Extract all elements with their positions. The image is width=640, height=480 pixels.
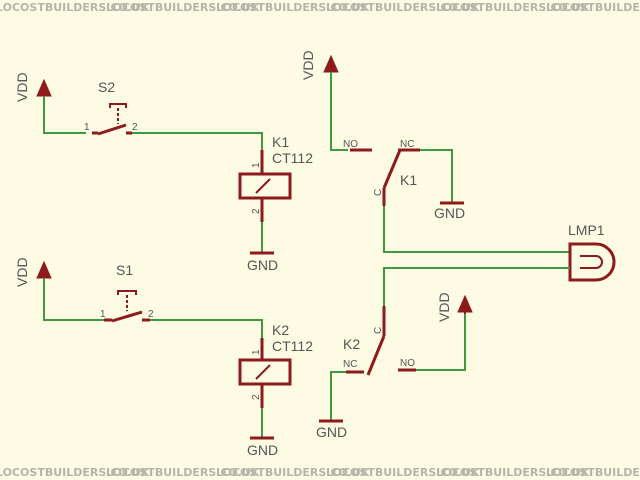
relay-k2-coil-pin1: 1	[251, 349, 262, 355]
watermark-bottom-1: LOCOSTBUILDERS.CO.UK	[0, 466, 150, 479]
watermark-top-3: LOCOSTBUILDERS.CO.UK	[216, 1, 370, 14]
vdd-bottom-right-supply: VDD	[436, 292, 473, 322]
watermark-top-2: LOCOSTBUILDERS.CO.UK	[106, 1, 260, 14]
lamp-lmp1-body	[568, 242, 616, 282]
watermark-top: LOCOSTBUILDERS.CO.UK LOCOSTBUILDERS.CO.U…	[0, 1, 640, 14]
vdd-top-right-label: VDD	[300, 50, 316, 80]
relay-k1-coil: K1 CT112 1 2	[238, 134, 313, 222]
switch-s1-name: S1	[116, 262, 133, 278]
relay-k2-switch: C K2 NC NO	[343, 306, 416, 376]
wire-lamp-k2-c	[383, 267, 570, 306]
gnd-k1-label: GND	[247, 257, 278, 273]
relay-k2-switch-c: C	[373, 327, 384, 334]
relay-k2-coil-value: CT112	[272, 338, 313, 354]
watermark-top-1: LOCOSTBUILDERS.CO.UK	[0, 1, 150, 14]
vdd-top-left-label: VDD	[14, 72, 30, 102]
lamp-lmp1-name: LMP1	[568, 222, 605, 238]
wire-s2-k1	[132, 132, 263, 150]
wire-k1-nc-gnd	[420, 149, 453, 203]
watermark-bottom-4: LOCOSTBUILDERS.CO.UK	[326, 466, 480, 479]
switch-s1-pin2: 2	[148, 309, 154, 320]
relay-k1-switch-no: NO	[343, 139, 358, 150]
vdd-bottom-right-label: VDD	[436, 292, 452, 322]
relay-k1-switch: NO NC K1 C	[343, 139, 420, 206]
watermark-top-4: LOCOSTBUILDERS.CO.UK	[326, 1, 480, 14]
wire-s1-k2	[150, 319, 263, 338]
watermark-top-5: LOCOSTBUILDERS.CO.UK	[436, 1, 590, 14]
switch-s1-pin1: 1	[100, 309, 106, 320]
switch-s2-name: S2	[98, 79, 115, 95]
watermark-bottom: LOCOSTBUILDERS.CO.UK LOCOSTBUILDERS.CO.U…	[0, 466, 640, 479]
watermark-bottom-2: LOCOSTBUILDERS.CO.UK	[106, 466, 260, 479]
relay-k2-coil-pin2: 2	[251, 394, 262, 400]
gnd-k1: GND	[247, 251, 278, 273]
watermark-top-6: LOCOSTBUILDERS.CO.UK	[546, 1, 640, 14]
switch-s2-pin1: 1	[84, 122, 90, 133]
relay-k2-switch-name: K2	[343, 336, 360, 352]
relay-k1-coil-pin1: 1	[251, 162, 262, 168]
gnd-k2-switch: GND	[316, 419, 347, 440]
gnd-k1-switch: GND	[434, 201, 465, 221]
relay-k1-switch-name: K1	[400, 172, 417, 188]
switch-s2-blade	[97, 123, 127, 136]
relay-k1-coil-pin2: 2	[251, 208, 262, 214]
watermark-bottom-5: LOCOSTBUILDERS.CO.UK	[436, 466, 590, 479]
relay-k2-coil-body	[238, 358, 292, 386]
wire-vdd-s1	[43, 278, 104, 321]
wire-k2-no-vdd	[416, 312, 466, 371]
relay-k1-switch-c: C	[373, 189, 384, 196]
relay-k1-switch-nc: NC	[400, 139, 414, 150]
gnd-k2-label: GND	[247, 442, 278, 458]
gnd-k1-switch-label: GND	[434, 205, 465, 221]
watermark-bottom-6: LOCOSTBUILDERS.CO.UK	[546, 466, 640, 479]
watermark-bottom-3: LOCOSTBUILDERS.CO.UK	[216, 466, 370, 479]
wire-k1-c-lamp	[383, 206, 570, 253]
switch-s1-actuator	[117, 290, 137, 295]
switch-s2-actuator	[109, 103, 127, 108]
wire-vdd-k1-no	[330, 72, 348, 151]
wire-k2-nc-gnd	[330, 371, 346, 420]
relay-k1-coil-body	[238, 172, 292, 200]
gnd-k2: GND	[247, 436, 278, 458]
lamp-lmp1-filament	[580, 255, 603, 269]
switch-s1-blade	[111, 310, 143, 323]
gnd-k2-switch-label: GND	[316, 424, 347, 440]
switch-s2-pin2: 2	[132, 122, 138, 133]
relay-k1-coil-value: CT112	[272, 150, 313, 166]
lamp-lmp1: LMP1	[568, 222, 616, 282]
relay-k1-switch-blade	[382, 149, 402, 189]
relay-k2-switch-no: NO	[400, 358, 415, 369]
relay-k2-switch-nc: NC	[343, 359, 357, 370]
relay-k2-coil-name: K2	[272, 322, 289, 338]
relay-k2-coil: K2 CT112 1 2	[238, 322, 313, 408]
relay-k1-coil-name: K1	[272, 134, 289, 150]
relay-k2-switch-blade	[366, 335, 386, 376]
switch-s2: S2 1 2	[84, 79, 138, 136]
vdd-bottom-left-label: VDD	[14, 257, 30, 287]
switch-s1: S1 1 2	[100, 262, 154, 323]
wire-vdd-s2	[43, 96, 86, 134]
